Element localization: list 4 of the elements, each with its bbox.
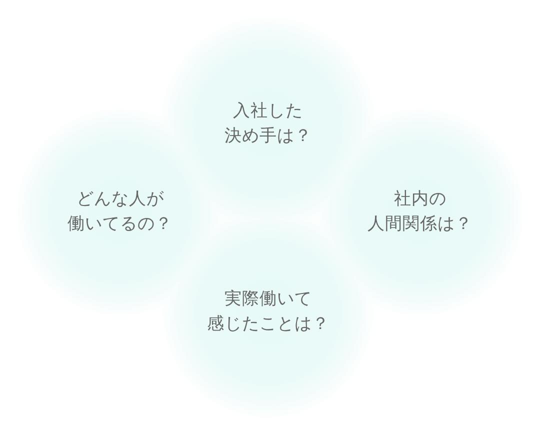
question-text: 社内の人間関係は？	[368, 188, 472, 236]
question-text: 実際働いて感じたことは？	[206, 288, 330, 336]
question-text: どんな人が働いてるの？	[68, 188, 172, 236]
question-text: 入社した決め手は？	[224, 100, 312, 148]
